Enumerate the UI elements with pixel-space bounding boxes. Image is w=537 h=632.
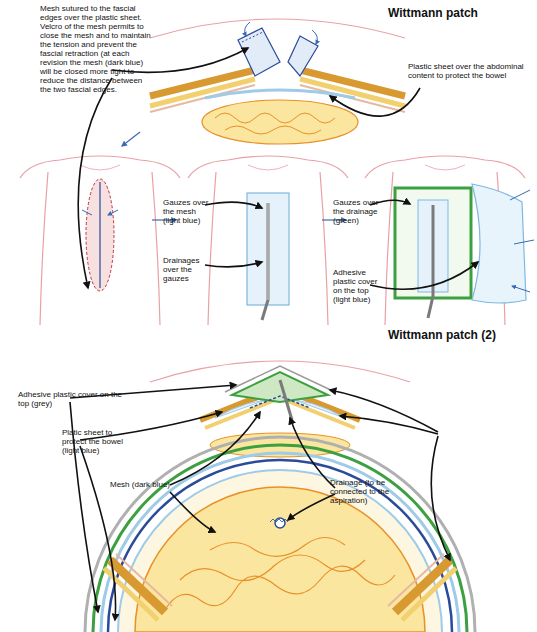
- torso-3: [365, 156, 534, 325]
- callout-text: Drainage (to be connected to the aspirat…: [330, 478, 410, 505]
- section-title: Wittmann patch (2): [388, 328, 528, 342]
- callout-text: Adhesive plastic cover on the top (light…: [333, 268, 381, 304]
- note-text: Plastic sheet over the abdominal content…: [408, 62, 533, 80]
- torso-2: [188, 156, 348, 325]
- callout-text: Gauzes over the drainage (green): [333, 198, 381, 225]
- callout-text: Gauzes over the mesh (light blue): [163, 198, 213, 225]
- callout-text: Mesh (dark blue): [110, 480, 180, 489]
- bottom-section: [85, 361, 475, 632]
- callout-text: Drainages over the gauzes: [163, 256, 213, 283]
- callout-text: Platic sheet to protect the bowel (light…: [62, 428, 132, 455]
- note-text: Mesh sutured to the fascial edges over t…: [40, 4, 152, 94]
- callout-text: Adhesive plastic cover on the top (grey): [18, 390, 128, 408]
- top-section: [122, 19, 405, 146]
- diagram-title: Wittmann patch: [388, 6, 478, 20]
- torso-1: [20, 156, 180, 325]
